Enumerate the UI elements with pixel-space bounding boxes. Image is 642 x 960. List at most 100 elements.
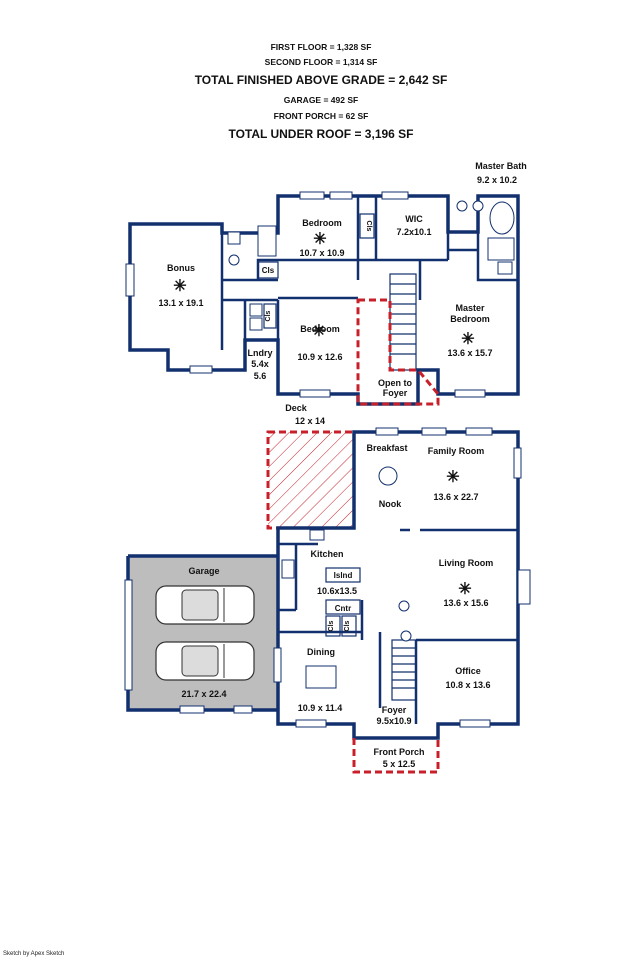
island-box xyxy=(325,567,361,583)
laundry-dims-2: 5.6 xyxy=(254,371,267,381)
window xyxy=(295,719,327,728)
bedroom-1-label: Bedroom xyxy=(302,218,342,228)
office-dims: 10.8 x 13.6 xyxy=(445,680,490,690)
family-room-label: Family Room xyxy=(428,446,485,456)
ceiling-fan-icon: ✳ xyxy=(173,278,186,295)
garage-sf: GARAGE = 492 SF xyxy=(283,95,359,105)
wic-dims: 7.2x10.1 xyxy=(396,227,431,237)
counter-label: Cntr xyxy=(335,604,351,613)
second-floor: ✳ ✳ ✳ ✳ Master Bath 9.2 x 10.2 Bedroom 1… xyxy=(125,161,527,406)
garage-area xyxy=(128,556,278,710)
counter-box xyxy=(325,599,361,615)
sketch-credit: Sketch by Apex Sketch xyxy=(3,951,65,957)
kitchen-label: Kitchen xyxy=(310,549,343,559)
closet-a-label: Cls xyxy=(328,620,335,631)
total-finished-sf: TOTAL FINISHED ABOVE GRADE = 2,642 SF xyxy=(194,73,448,87)
bathtub-icon xyxy=(489,201,515,235)
sink-icon xyxy=(309,529,325,541)
living-room-dims: 13.6 x 15.6 xyxy=(443,598,488,608)
foyer-label: Foyer xyxy=(382,705,407,715)
ceiling-fan-icon: ✳ xyxy=(446,469,459,486)
fireplace-icon xyxy=(517,569,531,605)
shower-icon xyxy=(487,237,515,261)
deck-label: Deck xyxy=(285,403,308,413)
window xyxy=(421,427,447,436)
ceiling-fan-icon: ✳ xyxy=(461,331,474,348)
island-label: Islnd xyxy=(334,571,353,580)
master-bath-dims: 9.2 x 10.2 xyxy=(477,175,517,185)
garage-door xyxy=(124,579,133,691)
window xyxy=(299,191,325,200)
second-floor-interior-walls xyxy=(220,196,518,350)
master-bedroom-label-2: Bedroom xyxy=(450,314,490,324)
laundry-label: Lndry xyxy=(247,348,272,358)
open-to-foyer-outline xyxy=(356,298,440,406)
living-room-label: Living Room xyxy=(439,558,494,568)
stove-icon xyxy=(281,559,295,579)
sink-icon xyxy=(228,254,240,266)
washer-icon xyxy=(249,303,263,317)
front-porch-label: Front Porch xyxy=(374,747,425,757)
powder-toilet-icon xyxy=(400,630,412,642)
bathtub-icon xyxy=(257,225,277,257)
closet-b-box xyxy=(341,615,357,637)
closet-laundry-label: Cls xyxy=(265,310,272,321)
front-porch-sf: FRONT PORCH = 62 SF xyxy=(273,111,369,121)
open-to-foyer-label: Open to xyxy=(378,378,412,388)
window xyxy=(375,427,399,436)
master-bedroom-dims: 13.6 x 15.7 xyxy=(447,348,492,358)
bonus-label: Bonus xyxy=(167,263,195,273)
window xyxy=(299,389,331,398)
toilet-icon xyxy=(227,231,241,245)
window xyxy=(189,365,213,374)
deck-area xyxy=(268,432,354,528)
bedroom-1-dims: 10.7 x 10.9 xyxy=(299,248,344,258)
window xyxy=(465,427,493,436)
bedroom-2-label: Bedroom xyxy=(300,324,340,334)
dining-table-icon xyxy=(305,665,337,689)
garage-dims: 21.7 x 22.4 xyxy=(181,689,226,699)
window xyxy=(381,191,409,200)
laundry-dims: 5.4x xyxy=(251,359,269,369)
total-roof-sf: TOTAL UNDER ROOF = 3,196 SF xyxy=(228,127,414,141)
sink-icon xyxy=(472,200,484,212)
window xyxy=(125,263,135,297)
table-icon xyxy=(378,466,398,486)
master-bath-label: Master Bath xyxy=(475,161,527,171)
nook-label: Nook xyxy=(379,499,402,509)
ceiling-fan-icon: ✳ xyxy=(313,231,326,248)
office-label: Office xyxy=(455,666,481,676)
dryer-icon xyxy=(249,317,263,331)
window xyxy=(329,191,353,200)
foyer-dims: 9.5x10.9 xyxy=(376,716,411,726)
car-icon xyxy=(155,585,255,625)
closet-a-box xyxy=(325,615,341,637)
window xyxy=(273,647,282,683)
second-floor-outer-wall xyxy=(128,194,520,406)
bedroom-2-dims: 10.9 x 12.6 xyxy=(297,352,342,362)
first-floor: Deck 12 x 14 Garage 21.7 x 22.4 xyxy=(124,403,531,774)
car-icon xyxy=(155,641,255,681)
window xyxy=(459,719,491,728)
second-floor-sf: SECOND FLOOR = 1,314 SF xyxy=(264,57,378,67)
deck-dims: 12 x 14 xyxy=(295,416,325,426)
dining-dims: 10.9 x 11.4 xyxy=(298,703,343,713)
toilet-icon xyxy=(497,261,513,275)
garage-label: Garage xyxy=(188,566,219,576)
ceiling-fan-icon: ✳ xyxy=(458,581,471,598)
breakfast-label: Breakfast xyxy=(366,443,407,453)
window xyxy=(233,705,253,714)
window xyxy=(513,447,522,479)
open-to-foyer-label-2: Foyer xyxy=(383,388,408,398)
first-floor-sf: FIRST FLOOR = 1,328 SF xyxy=(270,42,372,52)
closet-hall-label: Cls xyxy=(262,266,275,275)
wic-label: WIC xyxy=(405,214,423,224)
powder-sink-icon xyxy=(398,600,410,612)
front-porch-outline xyxy=(352,738,440,774)
window xyxy=(179,705,205,714)
closet-wic-label: Cls xyxy=(365,221,372,232)
family-room-dims: 13.6 x 22.7 xyxy=(433,492,478,502)
front-porch-dims: 5 x 12.5 xyxy=(383,759,416,769)
master-bedroom-label: Master xyxy=(455,303,485,313)
